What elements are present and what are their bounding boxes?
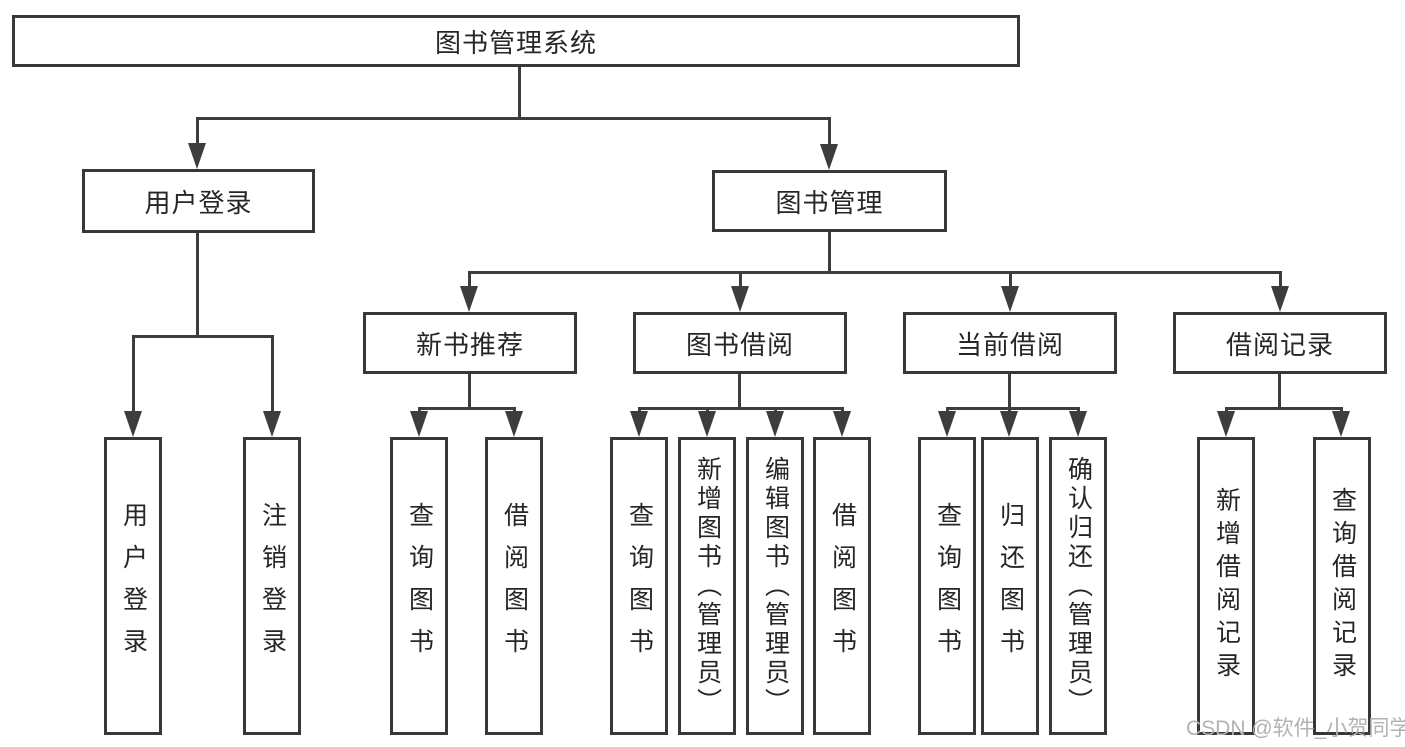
leaf-label: 新增图书（管理员） <box>693 455 722 717</box>
connector-line <box>638 407 844 410</box>
leaf-return-books: 归还图书 <box>981 437 1039 735</box>
connector-line <box>946 407 1080 410</box>
leaf-label: 确认归还（管理员） <box>1064 455 1093 717</box>
leaf-label: 查询图书 <box>625 502 654 670</box>
leaf-query-books-current: 查询图书 <box>918 437 976 735</box>
arrow-down-icon <box>505 411 523 437</box>
connector-line <box>828 232 831 273</box>
arrow-down-icon <box>1000 411 1018 437</box>
node-label: 图书管理 <box>775 187 884 218</box>
connector-line <box>518 67 521 117</box>
node-label: 新书推荐 <box>415 329 524 360</box>
leaf-label: 注销登录 <box>258 502 287 670</box>
arrow-down-icon <box>1271 286 1289 312</box>
node-borrowing-records: 借阅记录 <box>1173 312 1387 374</box>
connector-line <box>196 117 199 145</box>
node-new-book-recommendation: 新书推荐 <box>363 312 577 374</box>
leaf-add-book-admin: 新增图书（管理员） <box>678 437 736 735</box>
leaf-borrow-books-borrowing: 借阅图书 <box>813 437 871 735</box>
node-current-borrowing: 当前借阅 <box>903 312 1117 374</box>
leaf-query-books-borrowing: 查询图书 <box>610 437 668 735</box>
leaf-label: 新增借阅记录 <box>1212 487 1241 685</box>
connector-line <box>468 374 471 409</box>
arrow-down-icon <box>1217 411 1235 437</box>
arrow-down-icon <box>833 411 851 437</box>
node-label: 借阅记录 <box>1225 329 1334 360</box>
leaf-label: 借阅图书 <box>828 502 857 670</box>
connector-line <box>1278 374 1281 409</box>
arrow-down-icon <box>1001 286 1019 312</box>
node-book-management: 图书管理 <box>712 170 947 232</box>
node-root: 图书管理系统 <box>12 15 1020 67</box>
arrow-down-icon <box>460 286 478 312</box>
arrow-down-icon <box>410 411 428 437</box>
connector-line <box>1279 271 1282 289</box>
arrow-down-icon <box>124 411 142 437</box>
leaf-logout: 注销登录 <box>243 437 301 735</box>
connector-line <box>828 117 831 145</box>
leaf-label: 查询借阅记录 <box>1328 487 1357 685</box>
node-user-login: 用户登录 <box>82 169 315 233</box>
arrow-down-icon <box>698 411 716 437</box>
leaf-label: 归还图书 <box>996 502 1025 670</box>
connector-line <box>132 335 274 338</box>
leaf-query-borrow-record: 查询借阅记录 <box>1313 437 1371 735</box>
leaf-confirm-return-admin: 确认归还（管理员） <box>1049 437 1107 735</box>
connector-line <box>197 117 830 120</box>
arrow-down-icon <box>263 411 281 437</box>
leaf-query-books-recommend: 查询图书 <box>390 437 448 735</box>
connector-line <box>739 271 742 289</box>
node-label: 当前借阅 <box>955 329 1064 360</box>
connector-line <box>468 271 471 289</box>
connector-line <box>1009 271 1012 289</box>
arrow-down-icon <box>1332 411 1350 437</box>
arrow-down-icon <box>188 143 206 169</box>
connector-line <box>1008 374 1011 409</box>
connector-line <box>132 335 135 413</box>
arrow-down-icon <box>766 411 784 437</box>
leaf-add-borrow-record: 新增借阅记录 <box>1197 437 1255 735</box>
connector-line <box>196 233 199 335</box>
arrow-down-icon <box>731 286 749 312</box>
connector-line <box>418 407 516 410</box>
connector-line <box>271 335 274 413</box>
connector-line <box>468 271 1281 274</box>
arrow-down-icon <box>938 411 956 437</box>
leaf-edit-book-admin: 编辑图书（管理员） <box>746 437 804 735</box>
leaf-borrow-books-recommend: 借阅图书 <box>485 437 543 735</box>
arrow-down-icon <box>1069 411 1087 437</box>
node-label: 图书借阅 <box>685 329 794 360</box>
leaf-label: 用户登录 <box>119 502 148 670</box>
node-book-borrowing: 图书借阅 <box>633 312 847 374</box>
arrow-down-icon <box>820 144 838 170</box>
connector-line <box>1225 407 1343 410</box>
node-label: 图书管理系统 <box>434 27 597 58</box>
leaf-label: 借阅图书 <box>500 502 529 670</box>
arrow-down-icon <box>630 411 648 437</box>
leaf-label: 查询图书 <box>933 502 962 670</box>
connector-line <box>738 374 741 409</box>
leaf-label: 编辑图书（管理员） <box>761 455 790 717</box>
csdn-watermark: CSDN @软件_小贺同学 <box>1186 717 1405 740</box>
node-label: 用户登录 <box>144 187 253 218</box>
leaf-user-login: 用户登录 <box>104 437 162 735</box>
leaf-label: 查询图书 <box>405 502 434 670</box>
